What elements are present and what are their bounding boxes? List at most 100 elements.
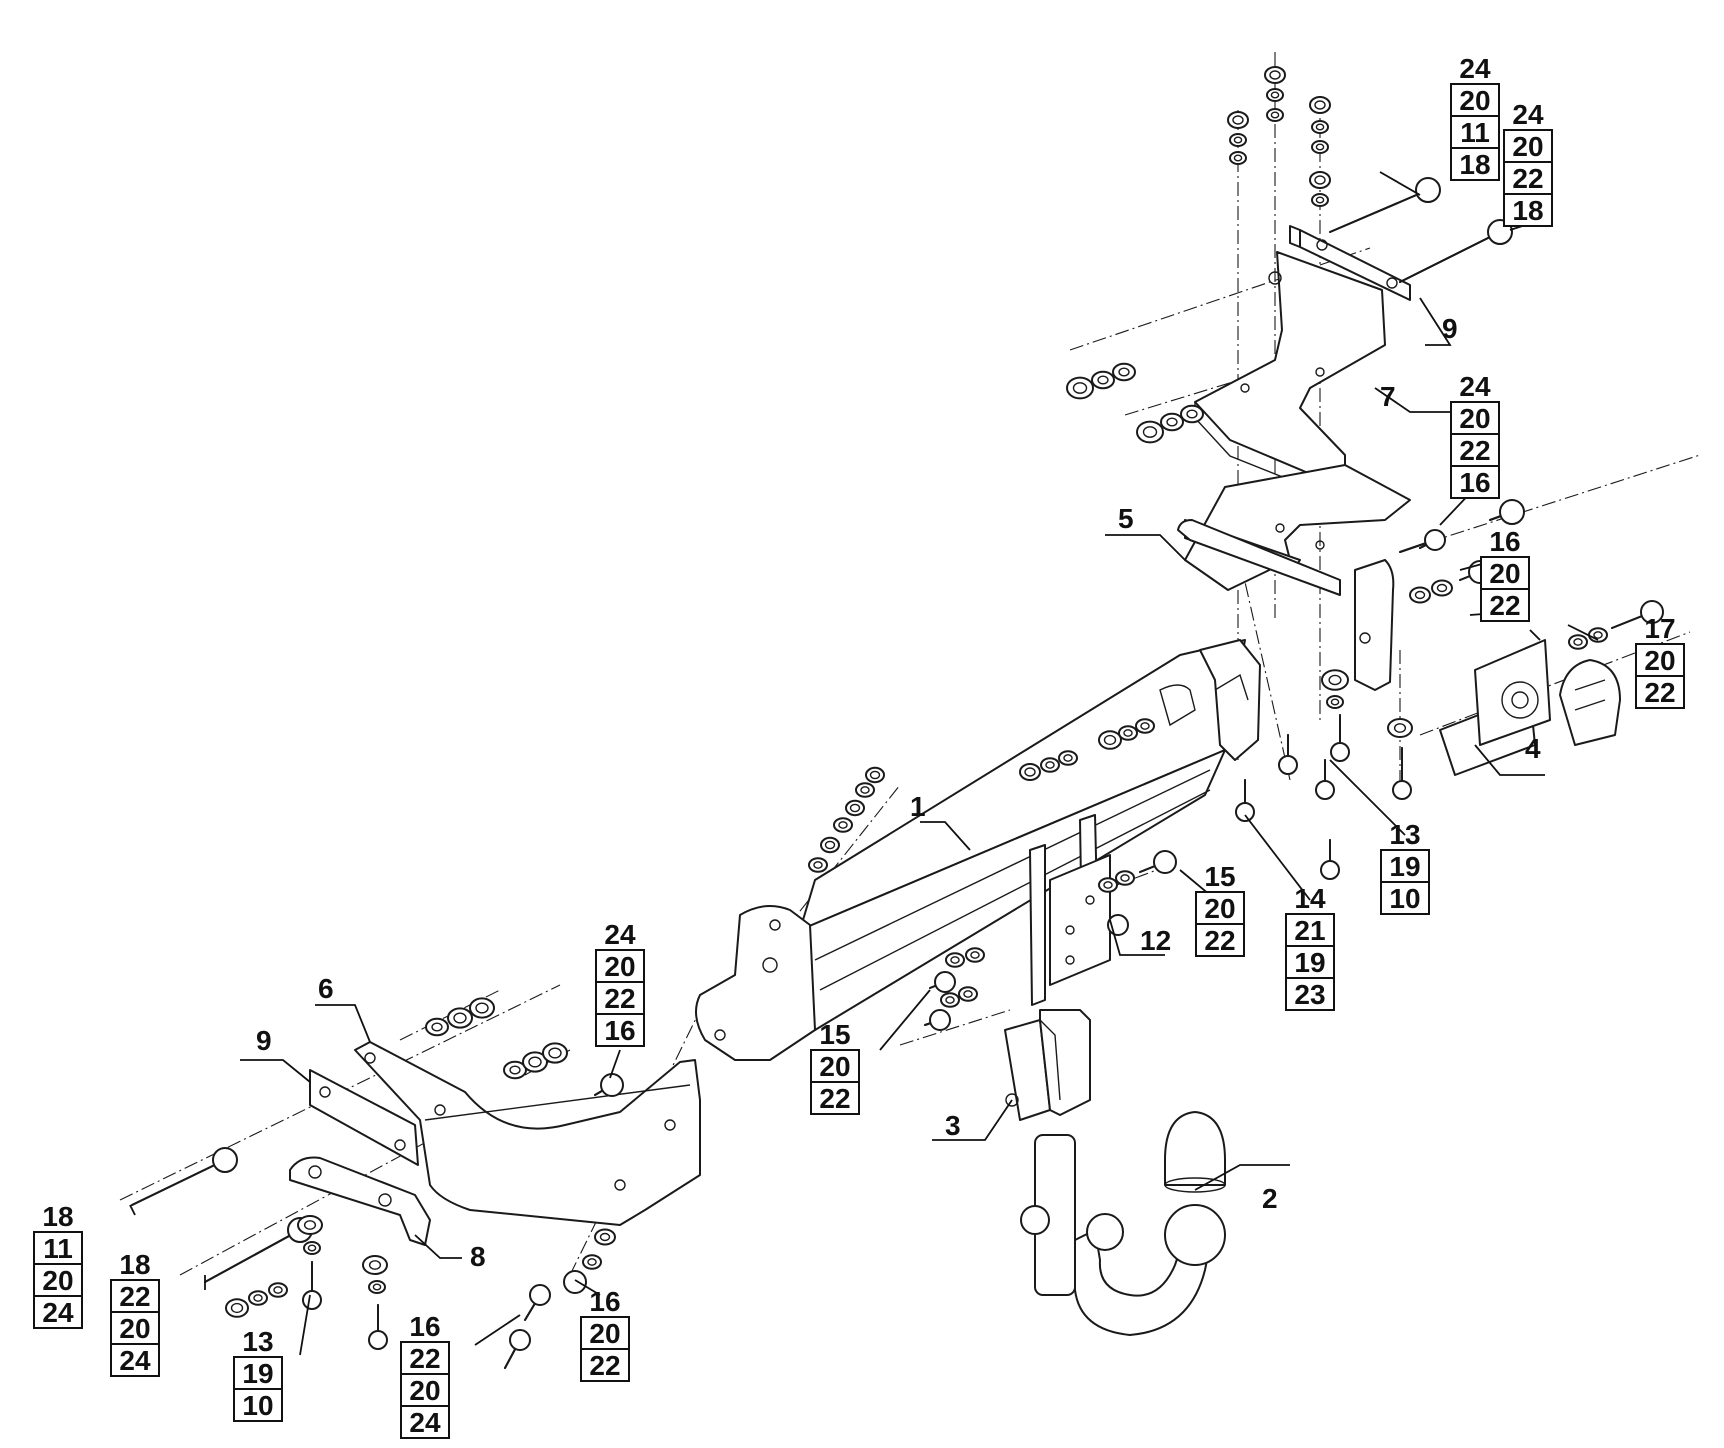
- ref-number: 24: [1459, 53, 1491, 84]
- ref-box: [233, 1388, 283, 1422]
- nut: [522, 1051, 548, 1073]
- bolt-head: [1392, 780, 1412, 800]
- washer-hole: [838, 821, 848, 829]
- ref-number: 11: [1460, 117, 1490, 148]
- washer: [1431, 579, 1453, 597]
- ref-number: 16: [589, 1286, 620, 1317]
- ref-box: [810, 1049, 860, 1083]
- nut-bore: [230, 1302, 244, 1314]
- washer-hole: [1393, 723, 1407, 733]
- washer: [958, 986, 978, 1002]
- bolt-head: [1330, 742, 1350, 762]
- ref-box: [1635, 675, 1685, 709]
- washer: [1568, 634, 1588, 650]
- washer: [833, 817, 853, 833]
- ref-number: 24: [409, 1407, 441, 1438]
- washer-hole: [1330, 698, 1340, 706]
- nut-bore: [1142, 426, 1158, 438]
- ref-number: 20: [1459, 403, 1490, 434]
- washer-hole: [1063, 754, 1073, 762]
- washer-hole: [1097, 375, 1109, 385]
- ref-number: 22: [409, 1343, 440, 1374]
- washer: [268, 1282, 288, 1298]
- ref-box: [1480, 556, 1530, 590]
- ref-box: [1380, 881, 1430, 915]
- washer-hole: [372, 1283, 382, 1291]
- washer-hole: [1118, 367, 1130, 377]
- ref-box: [1450, 401, 1500, 435]
- nut-bore: [1269, 70, 1281, 80]
- washer-hole: [1414, 590, 1426, 600]
- washer: [362, 1255, 388, 1275]
- washer-hole: [307, 1244, 317, 1252]
- nut-bore: [849, 803, 861, 813]
- plate-9-right: [1289, 225, 1411, 301]
- washer: [1229, 133, 1247, 147]
- washer: [303, 1241, 321, 1255]
- ref-number: 17: [1644, 613, 1675, 644]
- ref-number: 20: [1204, 893, 1235, 924]
- ref-box: [1195, 923, 1245, 957]
- ref-number: 24: [604, 919, 636, 950]
- ref-number: 20: [119, 1313, 150, 1344]
- washer: [1160, 412, 1184, 432]
- bolt-head: [934, 971, 956, 993]
- washer-hole: [599, 1232, 611, 1242]
- ref-number: 22: [819, 1083, 850, 1114]
- bolt-head: [1320, 860, 1340, 880]
- callout-7: 7: [1380, 381, 1396, 412]
- washer: [1266, 88, 1284, 102]
- washer: [1387, 718, 1413, 738]
- bolt-head: [563, 1270, 587, 1294]
- washer-hole: [1315, 143, 1325, 151]
- ref-box: [595, 1013, 645, 1047]
- ref-box: [110, 1279, 160, 1313]
- washer-hole: [1233, 154, 1243, 162]
- nut: [447, 1007, 473, 1029]
- nut: [1227, 111, 1249, 129]
- washer-hole: [1270, 91, 1280, 99]
- washer-hole: [1315, 123, 1325, 131]
- ref-box: [110, 1343, 160, 1377]
- washer-hole: [509, 1065, 521, 1075]
- washer: [1135, 718, 1155, 734]
- nut-bore: [475, 1002, 489, 1014]
- ref-box: [400, 1405, 450, 1439]
- callout-12: 12: [1140, 925, 1171, 956]
- washer-hole: [970, 951, 980, 959]
- ref-number: 20: [42, 1265, 73, 1296]
- bolt-shank-inner: [1329, 189, 1429, 233]
- washer: [1112, 362, 1136, 382]
- center-lines: [119, 52, 1701, 1276]
- washer: [940, 992, 960, 1008]
- ref-number: 22: [1644, 677, 1675, 708]
- nut: [865, 766, 885, 784]
- nut: [1136, 420, 1164, 444]
- callout-2: 2: [1262, 1183, 1278, 1214]
- ref-box: [33, 1295, 83, 1329]
- washer: [808, 857, 828, 873]
- ref-number: 20: [1489, 558, 1520, 589]
- ref-number: 16: [604, 1015, 635, 1046]
- callout-3: 3: [945, 1110, 961, 1141]
- bracket-7: [1194, 251, 1386, 493]
- bolt-head: [1415, 177, 1441, 203]
- nut: [542, 1042, 568, 1064]
- ref-number: 24: [42, 1297, 74, 1328]
- ref-box: [1450, 83, 1500, 117]
- nut: [1264, 66, 1286, 84]
- ref-box: [1285, 977, 1335, 1011]
- washer-hole: [1186, 409, 1198, 419]
- bolt-head: [1424, 529, 1446, 551]
- ref-number: 15: [1204, 861, 1235, 892]
- washer-hole: [368, 1260, 382, 1270]
- washer-hole: [253, 1294, 263, 1302]
- plate-9-left: [309, 1069, 419, 1166]
- washer: [582, 1254, 602, 1270]
- bolt-shank-inner: [1399, 231, 1501, 283]
